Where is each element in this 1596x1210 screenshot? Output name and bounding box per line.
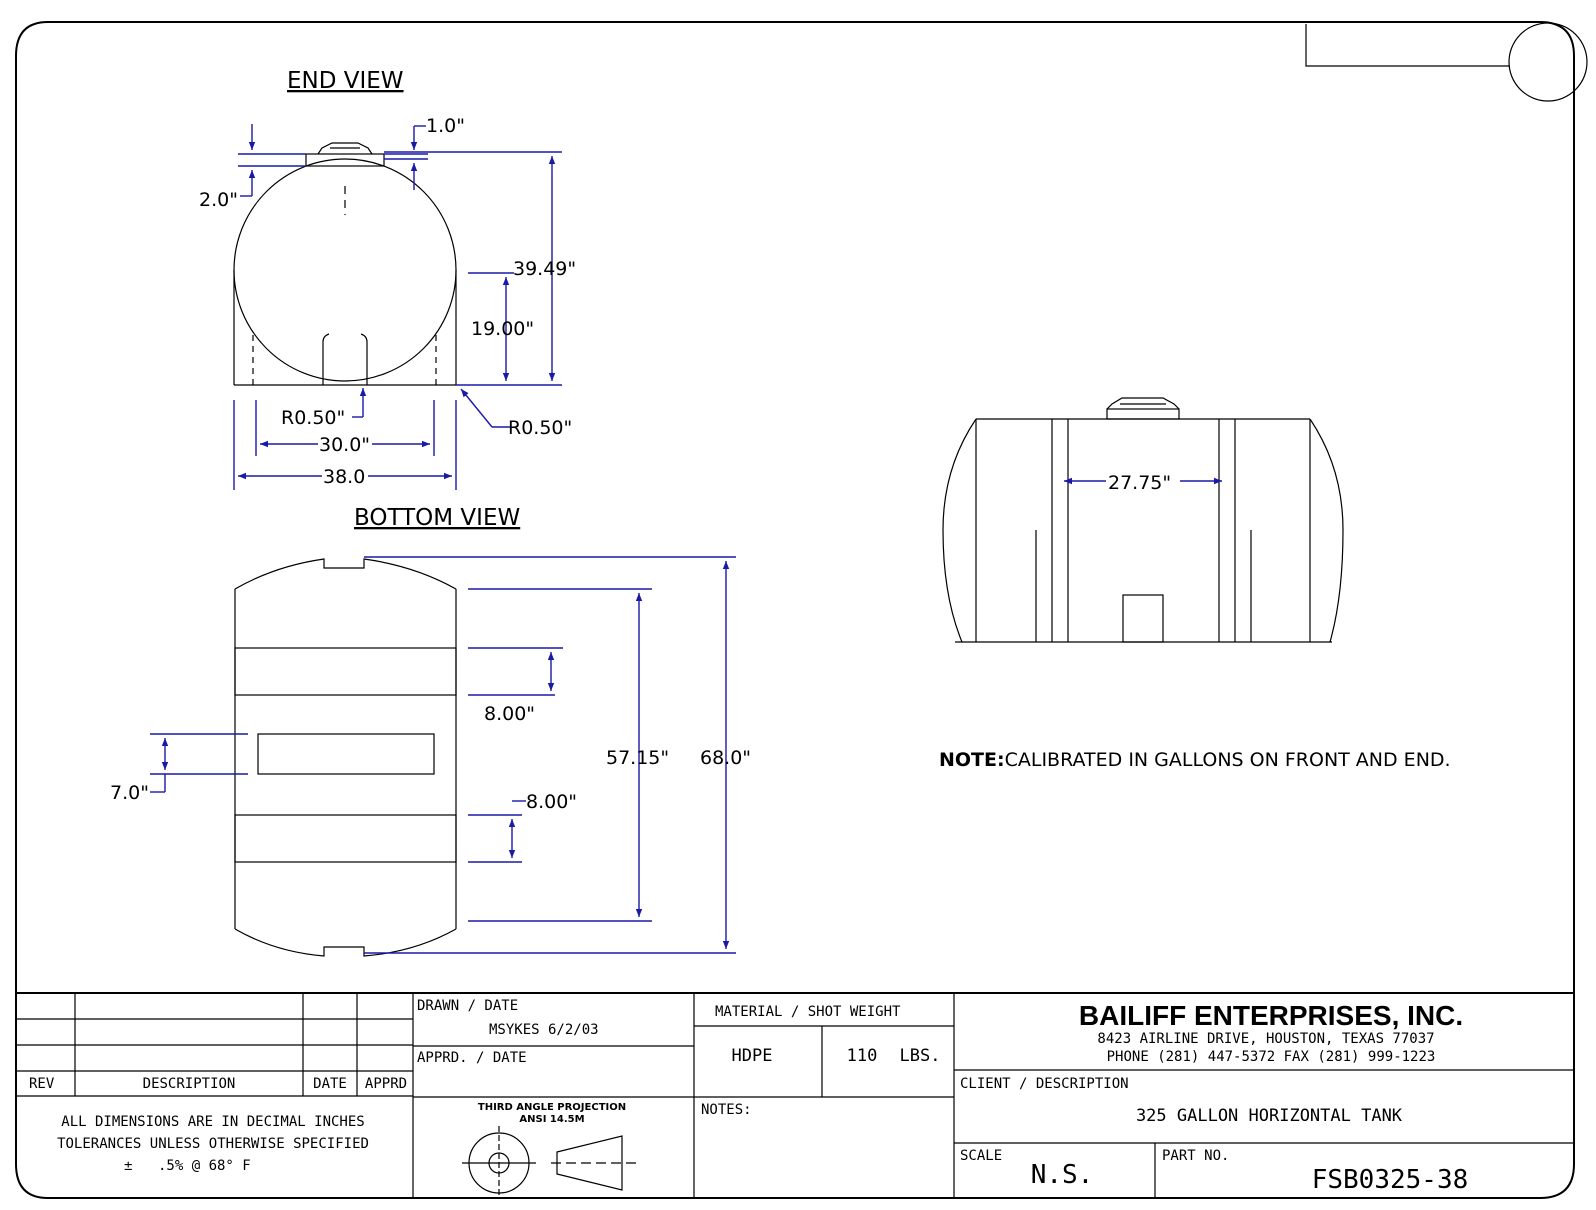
side-view-tank: [942, 397, 1344, 643]
tolerance-value: .5% @ 68° F: [158, 1158, 251, 1174]
date-header: DATE: [313, 1076, 347, 1092]
company-name: BAILIFF ENTERPRISES, INC.: [1079, 1000, 1463, 1031]
dim-band-span: 57.15": [606, 747, 669, 769]
material-label: MATERIAL / SHOT WEIGHT: [715, 1004, 901, 1020]
apprd-header: APPRD: [365, 1076, 407, 1092]
end-view-title: END VIEW: [287, 68, 404, 94]
company-address: 8423 AIRLINE DRIVE, HOUSTON, TEXAS 77037: [1097, 1031, 1434, 1047]
dim-overall-length: 68.0": [700, 747, 751, 769]
end-view-tank: [233, 142, 457, 386]
projection-line1: THIRD ANGLE PROJECTION: [478, 1102, 626, 1113]
dim-overall-height: 39.49": [513, 258, 576, 280]
dimensions-note-line2: TOLERANCES UNLESS OTHERWISE SPECIFIED: [57, 1136, 369, 1152]
corner-circle: [1508, 22, 1588, 102]
dim-inner-radius: R0.50": [281, 407, 345, 429]
third-angle-projection-symbol: [462, 1126, 640, 1196]
dim-band-top: 8.00": [484, 703, 535, 725]
projection-line2: ANSI 14.5M: [519, 1114, 584, 1125]
dim-pad-width: 7.0": [110, 782, 149, 804]
corner-box: [1305, 24, 1510, 67]
weight-unit: LBS.: [900, 1046, 941, 1066]
dim-lid-height: 1.0": [426, 115, 465, 137]
apprd-label: APPRD. / DATE: [417, 1050, 527, 1066]
scale-label: SCALE: [960, 1148, 1002, 1164]
notes-label: NOTES:: [701, 1102, 752, 1118]
sheet-border: [15, 21, 1575, 1199]
calibration-note: NOTE:CALIBRATED IN GALLONS ON FRONT AND …: [939, 749, 1451, 771]
rev-header: REV: [29, 1076, 55, 1092]
client-label: CLIENT / DESCRIPTION: [960, 1076, 1129, 1092]
bottom-view-tank: [234, 558, 457, 957]
dim-center-width: 27.75": [1108, 472, 1171, 494]
dim-top-offset: 2.0": [199, 189, 238, 211]
dim-band-bottom: 8.00": [526, 791, 577, 813]
dim-leg-span: 30.0": [319, 434, 370, 456]
weight-value: 110: [847, 1046, 878, 1066]
material-value: HDPE: [732, 1046, 773, 1066]
dim-overall-width: 38.0: [323, 466, 365, 488]
tolerance-plus-minus: ±: [124, 1158, 132, 1174]
company-phone: PHONE (281) 447-5372 FAX (281) 999-1223: [1107, 1049, 1436, 1065]
bottom-view-title: BOTTOM VIEW: [354, 505, 520, 531]
drawn-value: MSYKES 6/2/03: [489, 1022, 599, 1038]
dim-center-height: 19.00": [471, 318, 534, 340]
bottom-view-dimensions: [150, 556, 736, 954]
dim-outer-radius: R0.50": [508, 417, 572, 439]
drawn-label: DRAWN / DATE: [417, 998, 518, 1014]
description-header: DESCRIPTION: [143, 1076, 236, 1092]
end-view-dimensions: [233, 124, 562, 490]
scale-value: N.S.: [1031, 1160, 1094, 1190]
title-block-grid: [16, 992, 1574, 1198]
part-no-value: FSB0325-38: [1312, 1165, 1469, 1195]
part-no-label: PART NO.: [1162, 1148, 1229, 1164]
client-description: 325 GALLON HORIZONTAL TANK: [1136, 1106, 1403, 1126]
dimensions-note-line1: ALL DIMENSIONS ARE IN DECIMAL INCHES: [61, 1114, 364, 1130]
